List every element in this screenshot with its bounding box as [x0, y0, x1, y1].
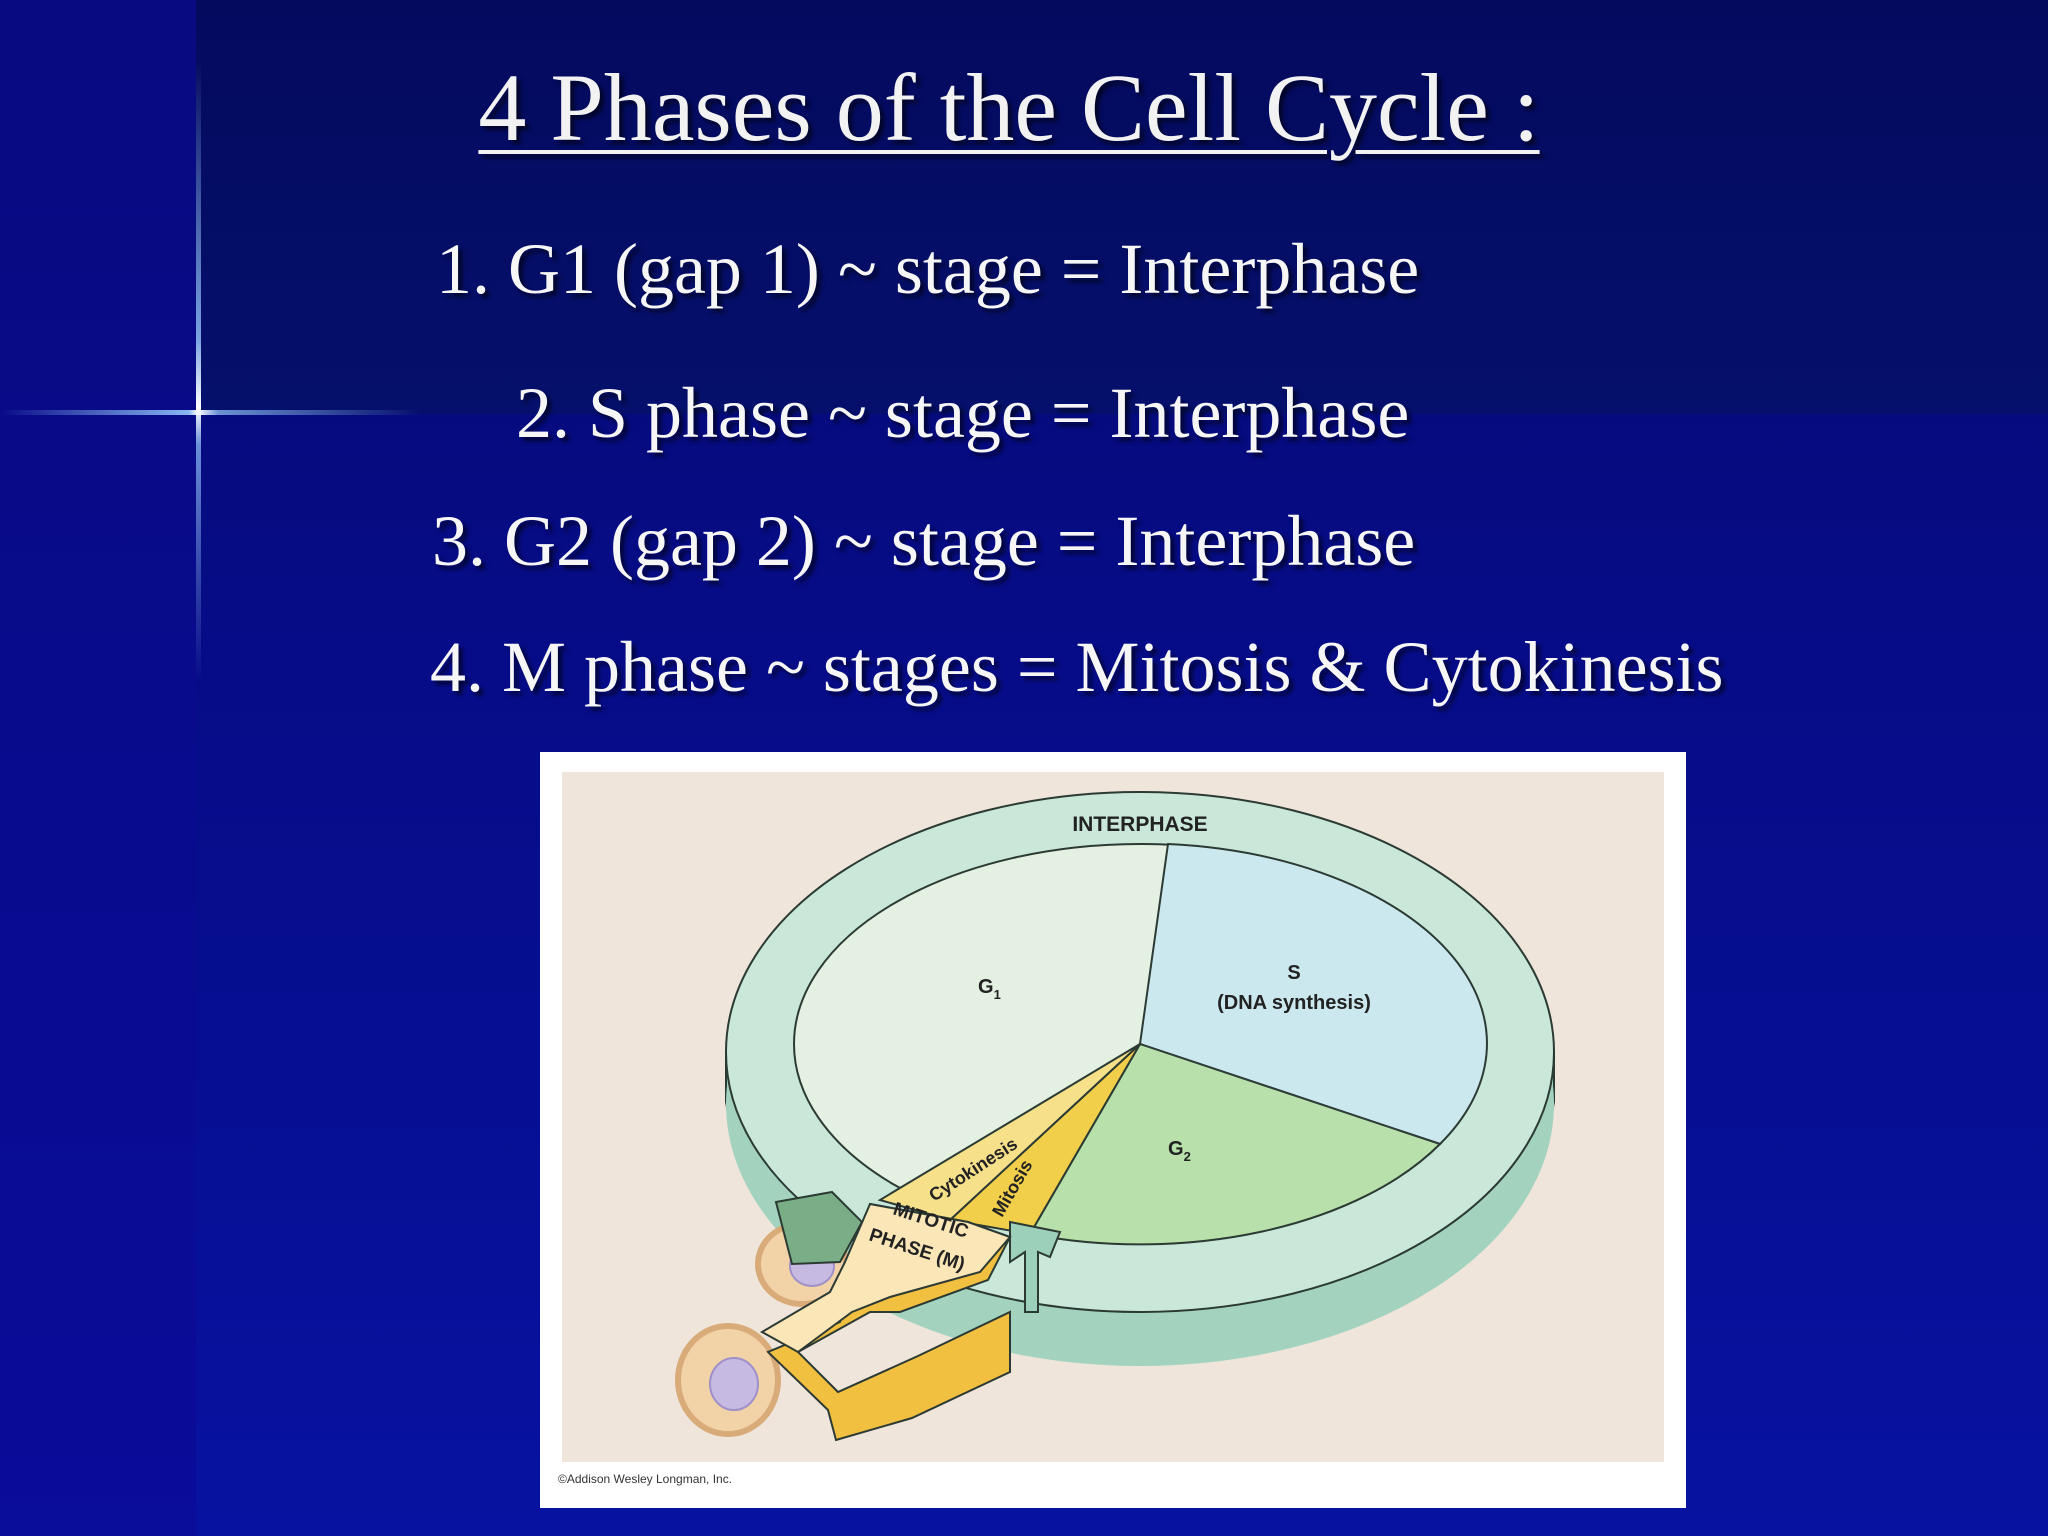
s-description: (DNA synthesis)	[1217, 992, 1371, 1014]
phase-line-4: 4. M phase ~ stages = Mitosis & Cytokine…	[430, 627, 1724, 707]
phase-line-1: 1. G1 (gap 1) ~ stage = Interphase	[436, 229, 1420, 309]
mitotic-arrow-top	[759, 1202, 1012, 1354]
ring-arrow	[1009, 1220, 1062, 1313]
slide-title: 4 Phases of the Cell Cycle :	[478, 54, 1540, 161]
ring-cutout	[774, 1190, 864, 1266]
background-left-band	[0, 0, 196, 1536]
figure-credit: ©Addison Wesley Longman, Inc.	[558, 1472, 732, 1486]
phase-line-3: 3. G2 (gap 2) ~ stage = Interphase	[432, 501, 1416, 581]
s-sector	[1138, 842, 1488, 1146]
g2-sector	[1028, 1042, 1442, 1246]
sparkle-horizontal	[0, 410, 420, 415]
g2-label: G2	[1168, 1138, 1191, 1164]
s-label: S	[1287, 962, 1300, 984]
interphase-label: INTERPHASE	[1072, 813, 1207, 836]
cytokinesis-wedge	[877, 1043, 1141, 1222]
background-top-band	[196, 0, 2048, 414]
sparkle-vertical	[196, 60, 201, 680]
g1-label: G1	[978, 976, 1001, 1002]
phase-line-2: 2. S phase ~ stage = Interphase	[516, 373, 1410, 453]
cell-cycle-figure: INTERPHASE G1 S (DNA synthesis) G2 Cytok…	[540, 752, 1686, 1508]
cell-cycle-diagram: INTERPHASE G1 S (DNA synthesis) G2 Cytok…	[558, 772, 1664, 1486]
daughter-cell-bottom-nucleus	[709, 1357, 759, 1411]
